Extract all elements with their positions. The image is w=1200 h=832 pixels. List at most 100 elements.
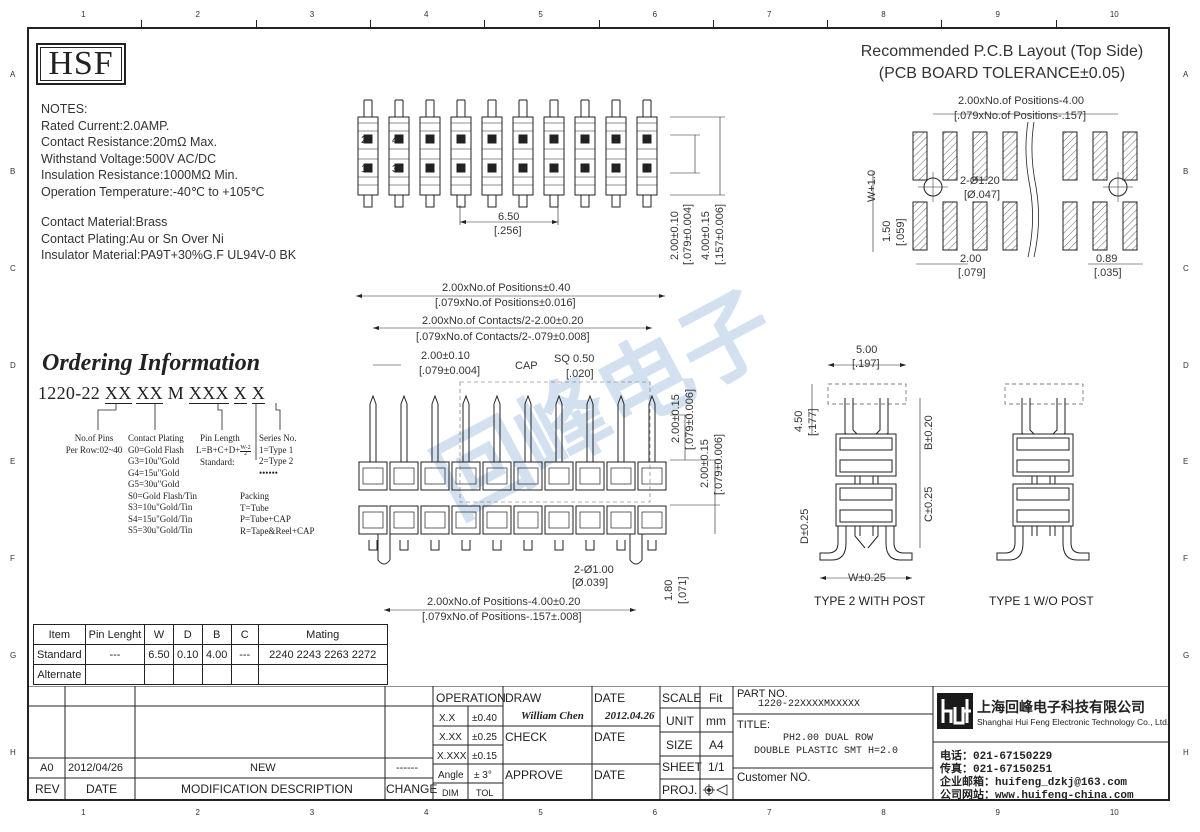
code-series: X — [251, 383, 266, 404]
side-w500-in: [.197] — [852, 358, 880, 370]
zone-letter: D — [1183, 360, 1189, 370]
tol-value: ±0.40 — [472, 713, 497, 724]
date-header: DATE — [86, 782, 118, 796]
top-view-pin — [388, 99, 410, 208]
proj-label: PROJ. — [662, 783, 698, 797]
dim-positions-in: [.079xNo.of Positions±0.016] — [435, 297, 576, 309]
sq-label: SQ 0.50 — [554, 353, 594, 365]
code-length: XXX — [188, 383, 229, 404]
side-w500: 5.00 — [856, 344, 877, 356]
scale-value: Fit — [709, 691, 723, 705]
front-view-pin — [492, 394, 502, 551]
housing-block — [637, 505, 667, 535]
top-view-pin — [543, 99, 565, 208]
pcb-w-dim: W+1.0 — [866, 170, 878, 202]
housing-inner — [393, 511, 415, 529]
rev-date: 2012/04/26 — [68, 762, 124, 774]
table-row: Standard --- 6.50 0.10 4.00 --- 2240 224… — [33, 644, 388, 665]
pcb-hole-dim-in: [Ø.047] — [964, 189, 1000, 201]
pin-square — [394, 134, 404, 144]
housing-block — [482, 505, 512, 535]
dim-contacts: 2.00xNo.of Contacts/2-2.00±0.20 — [422, 315, 583, 327]
housing-block — [420, 505, 450, 535]
rev-description: NEW — [250, 762, 276, 774]
zone-tick — [827, 20, 829, 27]
front-view-pin — [647, 394, 657, 551]
unit-label: UNIT — [666, 714, 694, 728]
pcb-pad — [1092, 131, 1108, 181]
front-view-pin — [430, 394, 440, 551]
dim-pitch: 2.00±0.10 — [421, 350, 470, 362]
zone-number: 5 — [538, 808, 543, 817]
title-line-2: DOUBLE PLASTIC SMT H=2.0 — [754, 746, 899, 757]
side-w: W±0.25 — [848, 572, 886, 584]
post-dim-in: [Ø.039] — [572, 577, 608, 589]
zone-number: 3 — [309, 808, 315, 817]
dim-400-tv-in: [.157±0.006] — [714, 204, 726, 265]
housing-inner — [579, 467, 601, 485]
side-b: B±0.20 — [923, 415, 935, 450]
zone-letter: A — [10, 70, 16, 80]
pcb-pitch-in: [.079] — [958, 267, 986, 279]
part-number-template: 1220-22 XX XX M XXX X X — [38, 383, 266, 404]
code-packing: X — [233, 383, 247, 404]
tol-label: X.XX — [439, 732, 462, 743]
zone-number: 8 — [881, 808, 886, 817]
sheet-value: 1/1 — [708, 760, 725, 774]
zone-number: 5 — [538, 10, 543, 19]
pcb-pad — [972, 201, 988, 251]
zone-number: 4 — [424, 10, 429, 19]
top-view-drawing: 6.50 [.256] 2.00±0.10 [.079±0.004] 4.00±… — [357, 99, 726, 265]
pins-label: No.of Pins Per Row:02~40 — [65, 433, 123, 455]
dim-contacts-in: [.079xNo.of Contacts/2-.079±0.008] — [416, 331, 590, 343]
housing-inner — [610, 511, 632, 529]
top-view-pin — [605, 99, 627, 208]
zone-tick — [484, 20, 486, 27]
size-label: SIZE — [666, 738, 693, 752]
note-line: Operation Temperature:-40℃ to +105℃ — [41, 184, 265, 199]
top-view-pin — [481, 99, 503, 208]
post-dim: 2-Ø1.00 — [574, 564, 614, 576]
notes-block: NOTES: Rated Current:2.0AMP. Contact Res… — [41, 101, 296, 264]
sheet-label: SHEET — [662, 760, 703, 774]
material-line: Insulator Material:PA9T+30%G.F UL94V-0 B… — [41, 248, 297, 262]
zone-letter: D — [10, 360, 16, 370]
pin-label-2: 2 — [361, 135, 367, 146]
ordering-leader-lines — [97, 403, 281, 460]
pcb-pad-width-in: [.035] — [1094, 267, 1122, 279]
ordering-title: Ordering Information — [42, 350, 261, 376]
draw-label: DRAW — [505, 691, 542, 705]
company-name-en: Shanghai Hui Feng Electronic Technology … — [977, 717, 1170, 727]
post-height: 1.80 — [663, 580, 675, 601]
pcb-pitch: 2.00 — [960, 253, 981, 265]
spec-table: Item Pin Lenght W D B C Mating Standard … — [33, 624, 388, 685]
zone-letter: B — [10, 167, 16, 177]
housing-block — [451, 505, 481, 535]
pin-square — [363, 163, 373, 173]
draw-date: 2012.04.26 — [605, 710, 655, 722]
part-no-label: PART NO. — [737, 688, 788, 700]
pcb-pad — [942, 131, 958, 181]
dim-r1-in: [.079±0.006] — [684, 389, 696, 450]
pcb-dim-top-in: [.079xNo.of Positions-.157] — [954, 110, 1086, 122]
pcb-pad — [1062, 131, 1078, 181]
zone-number: 7 — [766, 10, 772, 19]
housing-block — [544, 505, 574, 535]
rev-value: A0 — [40, 762, 54, 774]
locating-post — [377, 534, 391, 565]
pcb-pad — [1002, 201, 1018, 251]
housing-block — [451, 461, 481, 491]
tol-label: X.X — [439, 713, 456, 724]
zone-letter: G — [10, 650, 17, 660]
part-no-value: 1220-22XXXXMXXXXX — [758, 699, 861, 710]
title-label: TITLE: — [737, 719, 771, 731]
housing-block — [513, 461, 543, 491]
housing-block — [544, 461, 574, 491]
zone-tick — [1055, 20, 1057, 27]
zone-letter: F — [1183, 554, 1188, 564]
dim-200-tv: 2.00±0.10 — [669, 211, 681, 260]
housing-inner — [610, 467, 632, 485]
front-view-pin — [585, 394, 595, 551]
housing-block — [606, 461, 636, 491]
approve-label: APPROVE — [505, 768, 564, 782]
